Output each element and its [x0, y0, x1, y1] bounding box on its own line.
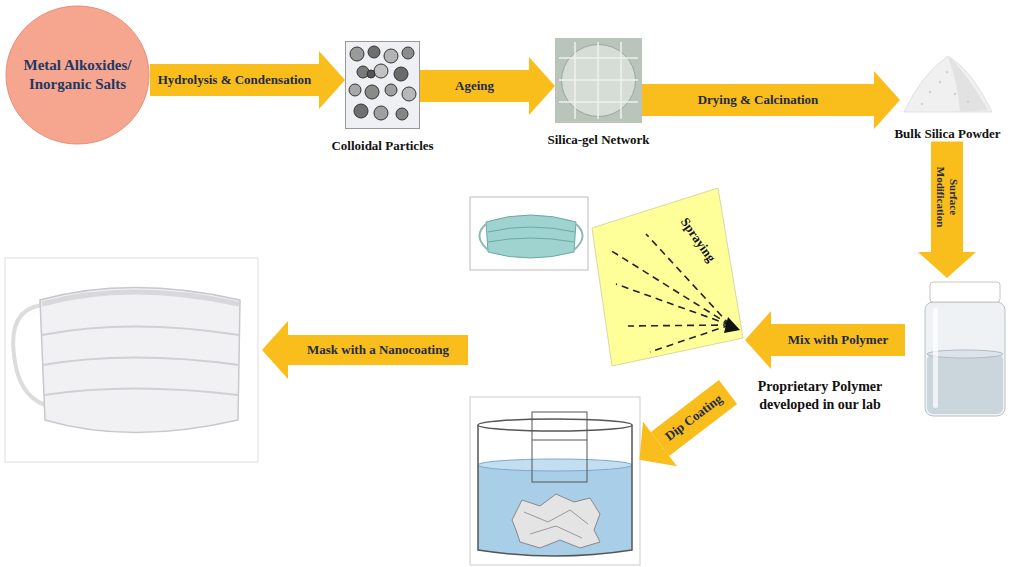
node-caption: Proprietary Polymer developed in our lab: [740, 378, 900, 413]
particle: [374, 106, 388, 120]
colloid-image: Colloidal Particles: [345, 41, 420, 154]
spray-line: [646, 234, 730, 325]
ear-loop: [479, 224, 582, 250]
jar-liquid: [927, 354, 1003, 414]
source-circle: Metal Alkoxides/ Inorganic Salts: [5, 5, 150, 145]
process-arrow: [771, 324, 905, 356]
beaker-rim: [478, 419, 632, 431]
process-arrow: [642, 84, 874, 116]
mask-pleat: [488, 227, 575, 242]
node-caption: Silica-gel Network: [547, 132, 649, 148]
arrow-label: Drying & Calcination: [697, 93, 820, 108]
particle: [349, 84, 361, 96]
particle: [354, 104, 368, 118]
spray-line: [650, 325, 730, 352]
arrow-label: Ageing: [454, 79, 495, 94]
polymer-jar-art: [905, 278, 1020, 420]
powder-grain: [954, 93, 956, 95]
arrow-label: Hydrolysis & Condensation: [157, 73, 313, 88]
particle: [368, 46, 380, 58]
particle: [374, 64, 388, 78]
arrow-body: [660, 392, 728, 444]
arrow-body: [288, 335, 468, 365]
source-circle-art: [5, 5, 150, 145]
water: [478, 465, 632, 556]
colloid-image-art: [345, 41, 420, 129]
particle: [384, 49, 398, 63]
process-arrow: [150, 64, 319, 96]
dip-holder: [532, 412, 587, 482]
grid-line: [559, 79, 638, 81]
dip-coating-beaker: [470, 397, 640, 565]
gel-image: Silica-gel Network: [555, 38, 642, 148]
node-caption: Colloidal Particles: [331, 138, 433, 154]
arrow-label: Surface Modification: [934, 155, 959, 239]
polymer-jar: Proprietary Polymer developed in our lab: [905, 278, 1020, 420]
image-frame: [555, 38, 642, 123]
arrow-label: Mix with Polymer: [787, 333, 889, 348]
powder-grain: [929, 91, 931, 93]
node-caption: Bulk Silica Powder: [894, 126, 1000, 142]
mask-pleat: [42, 327, 239, 396]
particle: [385, 84, 397, 96]
connectors: [150, 80, 947, 340]
mask-body: [40, 288, 240, 433]
surgical-mask-photo: [470, 197, 588, 270]
powder-grain: [939, 81, 941, 83]
circle-shape: [6, 6, 149, 144]
process-arrow: [420, 70, 529, 102]
liquid-surface: [927, 350, 1003, 358]
nose-strip: [42, 292, 239, 304]
spray-panel: Spraying: [590, 188, 745, 368]
spray-line: [610, 250, 730, 325]
mask-wrinkle: [524, 510, 588, 538]
spray-nozzle: [724, 317, 740, 333]
particle: [350, 47, 364, 61]
image-frame: [346, 42, 420, 129]
photo-frame: [470, 397, 640, 565]
water-surface: [478, 459, 632, 471]
jar-lid: [930, 282, 1000, 302]
photo-frame: [470, 197, 588, 270]
particle: [402, 47, 414, 59]
grid-line: [559, 101, 638, 103]
gel-image-art: [555, 38, 642, 123]
powder-grain: [946, 71, 948, 73]
particle: [396, 108, 408, 120]
process-arrow: [931, 142, 963, 252]
mask-body: [486, 215, 576, 258]
spray-panel-art: [590, 188, 745, 368]
arrow-label: Mask with a Nanocoating: [306, 343, 450, 358]
powder-image-art: [900, 32, 995, 117]
particle: [365, 85, 379, 99]
dip-holder: [532, 440, 587, 441]
grid-line: [559, 57, 638, 59]
jar-glass: [925, 302, 1005, 416]
glass-highlight: [933, 308, 938, 408]
powder-grain: [967, 101, 969, 103]
beaker-wall: [478, 425, 632, 556]
spray-card: [592, 188, 743, 366]
arrow-head: [262, 321, 288, 379]
particle: [394, 67, 408, 81]
node-title: Metal Alkoxides/ Inorganic Salts: [13, 56, 143, 94]
image-frame: [900, 32, 995, 117]
spray-line: [616, 284, 730, 325]
spray-line: [628, 325, 730, 326]
particle: [367, 70, 375, 78]
powder-image: Bulk Silica Powder: [900, 32, 995, 142]
powder-shade: [948, 56, 988, 112]
arrow-label: Dip Coating: [662, 391, 727, 445]
particle: [402, 87, 416, 101]
powder-grain: [921, 103, 923, 105]
crumpled-mask: [512, 494, 600, 548]
powder-pile: [904, 56, 992, 112]
photo-frame: [5, 258, 258, 462]
coated-mask-photo: [5, 258, 258, 462]
